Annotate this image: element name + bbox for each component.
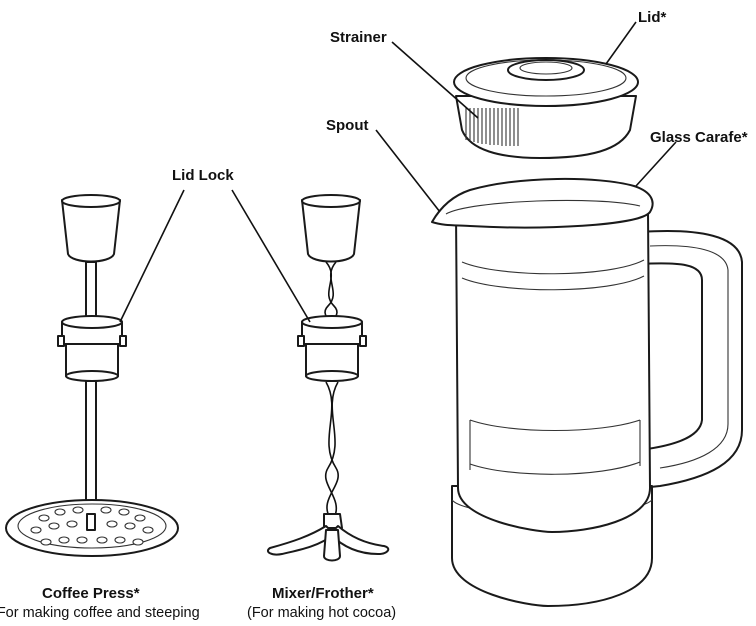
lid-lock-leader-left — [119, 189, 185, 323]
strainer-label: Strainer — [330, 29, 387, 46]
coffee-press-title: Coffee Press* — [42, 585, 140, 602]
lid-lock-leader-right — [231, 189, 311, 323]
glass-carafe-leader — [635, 141, 677, 187]
glass-carafe-illustration — [431, 177, 743, 607]
filter-holes — [30, 506, 154, 546]
strainer-leader — [391, 41, 479, 119]
spout-leader — [375, 129, 441, 213]
coffee-press-description: (For making coffee and steeping — [0, 605, 200, 621]
lid-label: Lid* — [638, 9, 666, 26]
mixer-frother-illustration — [266, 194, 390, 562]
coffee-press-illustration — [5, 194, 179, 557]
strainer-slots — [465, 108, 519, 146]
spout-label: Spout — [326, 117, 369, 134]
lid-leader — [605, 21, 637, 65]
lid-lock-label: Lid Lock — [172, 167, 234, 184]
leader-lines — [119, 21, 677, 323]
mixer-frother-title: Mixer/Frother* — [272, 585, 374, 602]
lid-illustration — [453, 57, 639, 159]
mixer-frother-description: (For making hot cocoa) — [247, 605, 396, 621]
glass-carafe-label: Glass Carafe* — [650, 129, 748, 146]
